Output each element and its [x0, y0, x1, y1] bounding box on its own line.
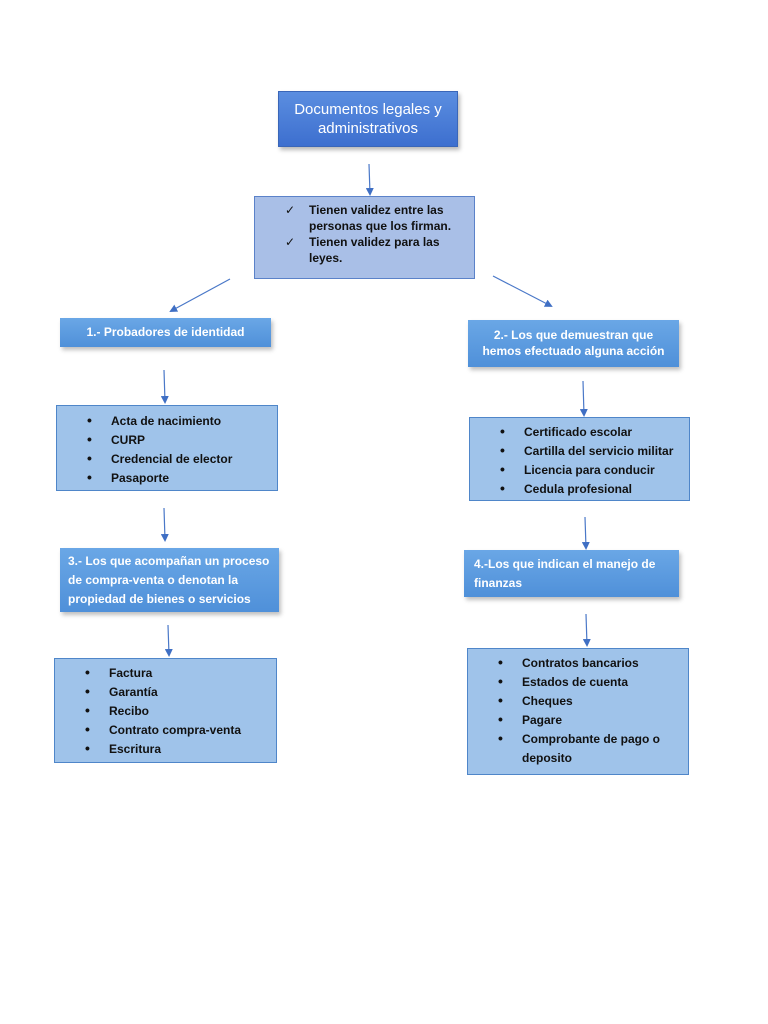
category-3-box: 3.- Los que acompañan un proceso de comp… [60, 548, 279, 612]
list-item: Credencial de elector [57, 450, 271, 469]
list-item: Acta de nacimiento [57, 412, 271, 431]
category-3-items: Factura Garantía Recibo Contrato compra-… [55, 664, 270, 759]
category-4-label: 4.-Los que indican el manejo de finanzas [474, 556, 656, 590]
list-item: Factura [55, 664, 270, 683]
list-item: Cartilla del servicio militar [470, 442, 683, 461]
category-2-label: 2.- Los que demuestran que hemos efectua… [482, 327, 665, 358]
list-item: Estados de cuenta [468, 673, 680, 692]
arrow-list2-to-cat4 [581, 516, 590, 550]
arrow-list1-to-cat3 [160, 507, 169, 542]
list-item: Licencia para conducir [470, 461, 683, 480]
title-box: Documentos legales y administrativos [278, 91, 458, 147]
category-4-items: Contratos bancarios Estados de cuenta Ch… [468, 654, 680, 768]
list-item: Cedula profesional [470, 480, 683, 499]
category-2-items: Certificado escolar Cartilla del servici… [470, 423, 683, 499]
properties-box: Tienen validez entre las personas que lo… [254, 196, 475, 279]
arrow-cat3-to-list3 [164, 624, 173, 657]
title-text: Documentos legales y administrativos [294, 100, 442, 138]
list-item: Escritura [55, 740, 270, 759]
arrow-cat2-to-list2 [579, 380, 588, 417]
category-4-box: 4.-Los que indican el manejo de finanzas [464, 550, 679, 597]
list-item: Comprobante de pago o deposito [468, 730, 680, 768]
arrow-cat4-to-list4 [582, 613, 591, 647]
arrow-title-to-properties [365, 163, 374, 196]
category-1-items-box: Acta de nacimiento CURP Credencial de el… [56, 405, 278, 491]
category-4-items-box: Contratos bancarios Estados de cuenta Ch… [467, 648, 689, 775]
arrow-properties-to-cat2 [492, 275, 553, 307]
category-3-label: 3.- Los que acompañan un proceso de comp… [68, 553, 270, 606]
arrow-properties-to-cat1 [169, 278, 231, 312]
category-3-items-box: Factura Garantía Recibo Contrato compra-… [54, 658, 277, 763]
list-item: CURP [57, 431, 271, 450]
category-1-box: 1.- Probadores de identidad [60, 318, 271, 347]
category-1-label: 1.- Probadores de identidad [86, 324, 245, 339]
list-item: Contrato compra-venta [55, 721, 270, 740]
list-item: Contratos bancarios [468, 654, 680, 673]
properties-list: Tienen validez entre las personas que lo… [255, 203, 466, 266]
list-item: Pasaporte [57, 469, 271, 488]
category-2-box: 2.- Los que demuestran que hemos efectua… [468, 320, 679, 367]
arrow-cat1-to-list1 [160, 369, 169, 404]
list-item: Pagare [468, 711, 680, 730]
list-item: Certificado escolar [470, 423, 683, 442]
list-item: Garantía [55, 683, 270, 702]
category-1-items: Acta de nacimiento CURP Credencial de el… [57, 412, 271, 488]
list-item: Recibo [55, 702, 270, 721]
property-item: Tienen validez para las leyes. [255, 235, 466, 266]
property-item: Tienen validez entre las personas que lo… [255, 203, 466, 234]
list-item: Cheques [468, 692, 680, 711]
category-2-items-box: Certificado escolar Cartilla del servici… [469, 417, 690, 501]
